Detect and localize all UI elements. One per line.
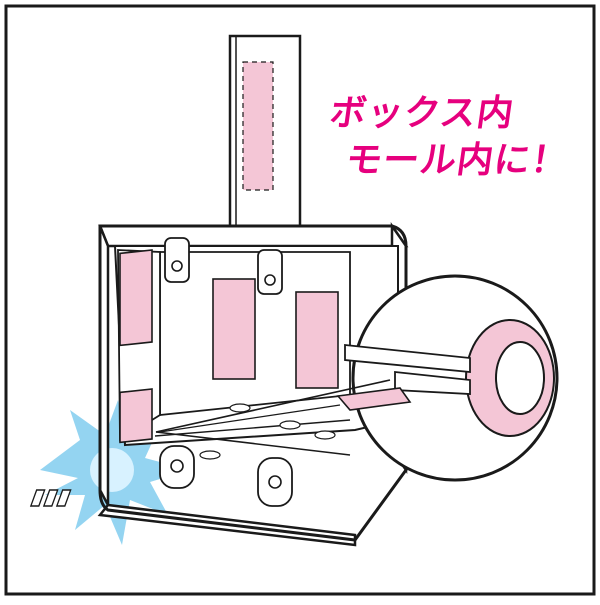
pointer-line-bottom (155, 431, 351, 456)
caption-line-2: モール内に！ (343, 140, 571, 181)
screw-post-icon (164, 237, 283, 295)
caption-line-1: ボックス内 (327, 93, 517, 134)
tape-roll-icon (465, 319, 555, 437)
magnifier-circle (336, 274, 559, 482)
screw-post-bottom-icon (159, 445, 293, 507)
pointer-line-top (155, 379, 391, 433)
molding-channel (228, 34, 302, 228)
junction-box (29, 222, 409, 547)
